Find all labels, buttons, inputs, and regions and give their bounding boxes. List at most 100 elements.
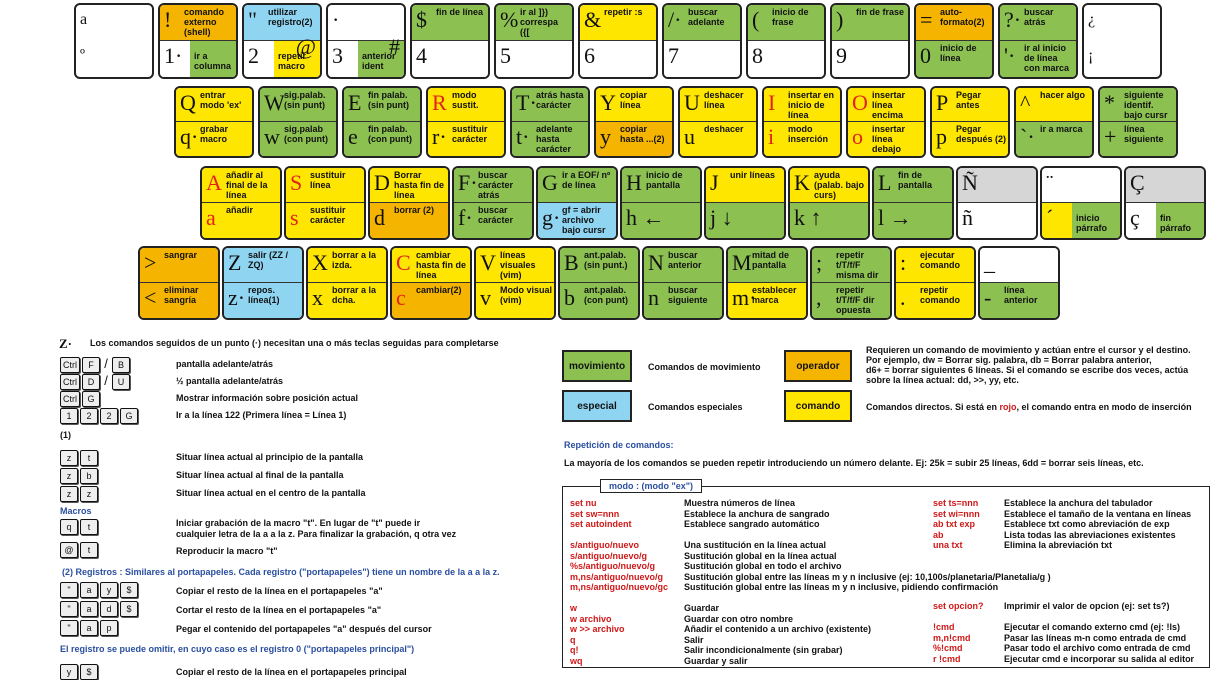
key-char: ñ [962,205,973,230]
key-char: ?· [1004,7,1022,32]
z-dot-label: Z· [59,336,73,351]
key-row0-12[interactable]: ¿¡ [1082,3,1162,79]
key-row3-9[interactable]: :ejecutar comando.repetir comando [894,246,976,320]
key-desc: repetir t/T/f/F misma dir [836,250,879,280]
key-char: z· [228,285,246,310]
key-desc: inicio de frase [772,7,809,27]
key-char: ( [752,7,760,32]
modo-desc: Lista todas las abreviaciones existentes [1004,529,1176,540]
key-row0-11[interactable]: ?·buscar atrás'·ir al inicio de línea co… [998,3,1078,79]
key-bottom: 8 [748,41,824,77]
key-bottom: ñ [958,203,1036,238]
key-bottom: t·adelante hasta carácter [512,122,588,156]
key-desc: fin de frase [856,7,905,17]
modo-cmd: set ts=nnn [933,498,979,508]
key-chip: Ctrl [60,374,80,390]
key-chip: " [60,620,78,636]
key-row3-0[interactable]: >sangrar<eliminar sangría [138,246,220,320]
key-chip: U [112,374,130,390]
key-row3-8[interactable]: ;repetir t/T/f/F misma dir,repetir t/T/f… [810,246,892,320]
key-char: < [144,285,157,310]
key-desc: inicio párrafo [1076,213,1108,233]
modo-cmd: q [570,634,576,645]
key-row0-5[interactable]: %ir al ]}) correspa ({[5 [494,3,574,79]
key-top: · [328,5,404,41]
legend-especial-desc: Comandos especiales [648,402,743,412]
key-char: X [312,250,328,275]
repeat-title: Repetición de comandos: [564,440,674,450]
key-row0-1[interactable]: !comando externo (shell)1·ir a columna [158,3,238,79]
key-chip: a [80,582,98,598]
key-bottom: q·grabar macro [176,122,252,156]
modo-desc: Imprimir el valor de opcion (ej: set ts?… [1004,601,1170,611]
key-char: ; [816,250,823,275]
key-bottom: m·establecer marca [728,283,806,318]
key-desc: siguiente identif. bajo cursr [1124,90,1168,120]
omit-desc: Copiar el resto de la línea en el portap… [176,667,407,677]
key-row3-10[interactable]: _-línea anterior [978,246,1060,320]
key-row0-8[interactable]: ( inicio de frase 8 [746,3,826,79]
key-desc: buscar adelante [688,7,725,27]
key-chip: t [80,450,98,466]
key-desc: repetir comando [920,285,961,305]
key-row1-11[interactable]: *siguiente identif. bajo cursr+línea sig… [1098,86,1178,158]
key-row1-10[interactable]: ^hacer algo`·ir a marca [1014,86,1094,158]
key-top: Ñ [958,168,1036,203]
key-desc: fin de pantalla [898,170,933,190]
omit-title: El registro se puede omitir, en cuyo cas… [60,644,415,654]
key-desc: borrar (2) [394,205,435,215]
key-desc: salir (ZZ / ZQ) [248,250,289,270]
key-row2-10[interactable]: ¨´inicio párrafo [1040,166,1122,240]
key-char: ¿ [1088,11,1096,28]
key-sub-bg [358,41,404,77]
key-desc: grabar macro [200,124,229,144]
modo-cmd: q! [570,645,579,655]
key-char: g· [542,205,561,230]
key-desc: copiar hasta ...(2) [620,124,665,144]
key-char: : [900,250,907,275]
modo-cmd: w >> archivo [570,624,625,634]
key-top: ¿ [1084,5,1160,41]
